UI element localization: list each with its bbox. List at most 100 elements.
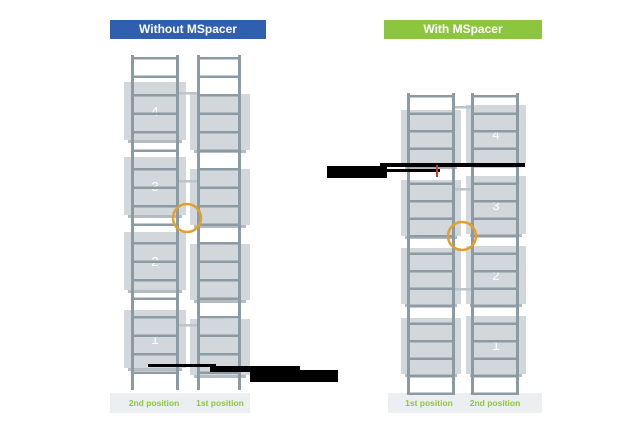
box-number: 1 [151,332,158,347]
left-inner-rack-rung [197,112,241,115]
left-inner-rack-rung [197,279,241,282]
right-inner-box-1 [401,110,461,166]
redaction-bar [385,169,440,172]
left-outer-rack-rung [131,75,179,78]
box-number: 4 [492,127,499,142]
left-floor [110,393,250,413]
right-inner-position-label: 1st position [405,398,453,408]
left-inner-rack-rung [197,168,241,171]
left-outer-rack-post-left [131,55,134,390]
left-inner-rack-rung [197,149,241,152]
right-inner-rack-rung [407,252,455,255]
right-inner-rack-rung [407,235,455,238]
left-outer-rack-rung [131,168,179,171]
redaction-bar [250,370,338,382]
left-connector [179,324,197,327]
right-outer-position-label: 2nd position [469,398,521,408]
left-outer-rack-rung [131,205,179,208]
left-outer-rack-rung [131,149,179,152]
right-outer-rack-rung [471,392,519,395]
left-inner-rack-rung [197,371,241,374]
redaction-bar [148,364,216,367]
left-outer-box-4 [124,82,186,140]
redaction-bar [210,366,300,372]
right-floor [388,393,542,413]
left-outer-box-4-base [128,140,182,143]
right-inner-rack-rung [407,147,455,150]
left-inner-rack-rung [197,94,241,97]
right-outer-rack-rung [471,305,519,308]
right-inner-rack-rung [407,130,455,133]
right-inner-rack-rung [407,375,455,378]
right-inner-rack-rung [407,200,455,203]
right-inner-rack-rung [407,217,455,220]
left-outer-box-1 [124,310,186,368]
right-inner-rack-rung [407,322,455,325]
right-outer-rack-post-right [516,93,519,393]
right-inner-rack-rung [407,305,455,308]
box-number: 3 [492,198,499,213]
left-outer-rack-rung [131,186,179,189]
box-number: 2 [492,268,499,283]
right-outer-rack-rung [471,322,519,325]
right-outer-rack-rung [471,235,519,238]
left-inner-rack-rung [197,316,241,319]
right-inner-rack-rung [407,287,455,290]
left-inner-rack-rung [197,334,241,337]
left-inner-rack-rung [197,131,241,134]
left-outer-box-2-base [128,290,182,293]
left-outer-rack-rung [131,57,179,60]
right-inner-rack-rung [407,182,455,185]
right-outer-rack-rung [471,287,519,290]
redaction-bar [327,166,387,178]
right-outer-rack-rung [471,112,519,115]
left-outer-rack-rung [131,316,179,319]
right-outer-rack-post-left [471,93,474,393]
left-outer-rack-rung [131,260,179,263]
left-inner-box-4-base [194,375,246,378]
left-inner-rack-post-left [197,55,200,390]
right-outer-rack-rung [471,375,519,378]
left-outer-rack-rung [131,223,179,226]
left-inner-rack-rung [197,223,241,226]
left-outer-box-3-base [128,215,182,218]
right-inner-box-3 [401,248,461,304]
right-outer-rack-rung [471,270,519,273]
right-connector [455,288,471,291]
right-outer-rack-rung [471,130,519,133]
right-outer-rack-rung [471,147,519,150]
right-outer-rack-rung [471,217,519,220]
right-outer-rack-rung [471,340,519,343]
left-outer-rack-rung [131,94,179,97]
left-inner-rack-rung [197,297,241,300]
right-outer-rack-rung [471,252,519,255]
mspacer-indicator [436,165,438,177]
left-inner-rack-post-right [238,55,241,390]
redaction-bar [380,163,525,167]
left-inner-rack-rung [197,75,241,78]
left-outer-position-label: 2nd position [128,398,180,408]
with-mspacer-banner: With MSpacer [384,20,542,39]
left-inner-rack-rung [197,186,241,189]
right-inner-rack-rung [407,112,455,115]
right-inner-rack-rung [407,95,455,98]
right-inner-rack-rung [407,340,455,343]
box-number: 4 [151,104,158,119]
left-outer-rack-rung [131,131,179,134]
left-outer-rack-rung [131,112,179,115]
left-outer-rack-rung [131,353,179,356]
left-outer-rack-rung [131,279,179,282]
left-highlight-ring [171,202,203,234]
left-inner-rack-rung [197,205,241,208]
left-inner-box-2-base [194,225,246,228]
left-inner-rack-rung [197,353,241,356]
box-number: 1 [492,338,499,353]
right-inner-box-4 [401,318,461,374]
right-outer-rack-rung [471,95,519,98]
left-outer-rack-rung [131,242,179,245]
right-inner-rack-rung [407,392,455,395]
left-outer-rack-rung [131,371,179,374]
right-panel: 4 3 2 1 [401,93,526,395]
